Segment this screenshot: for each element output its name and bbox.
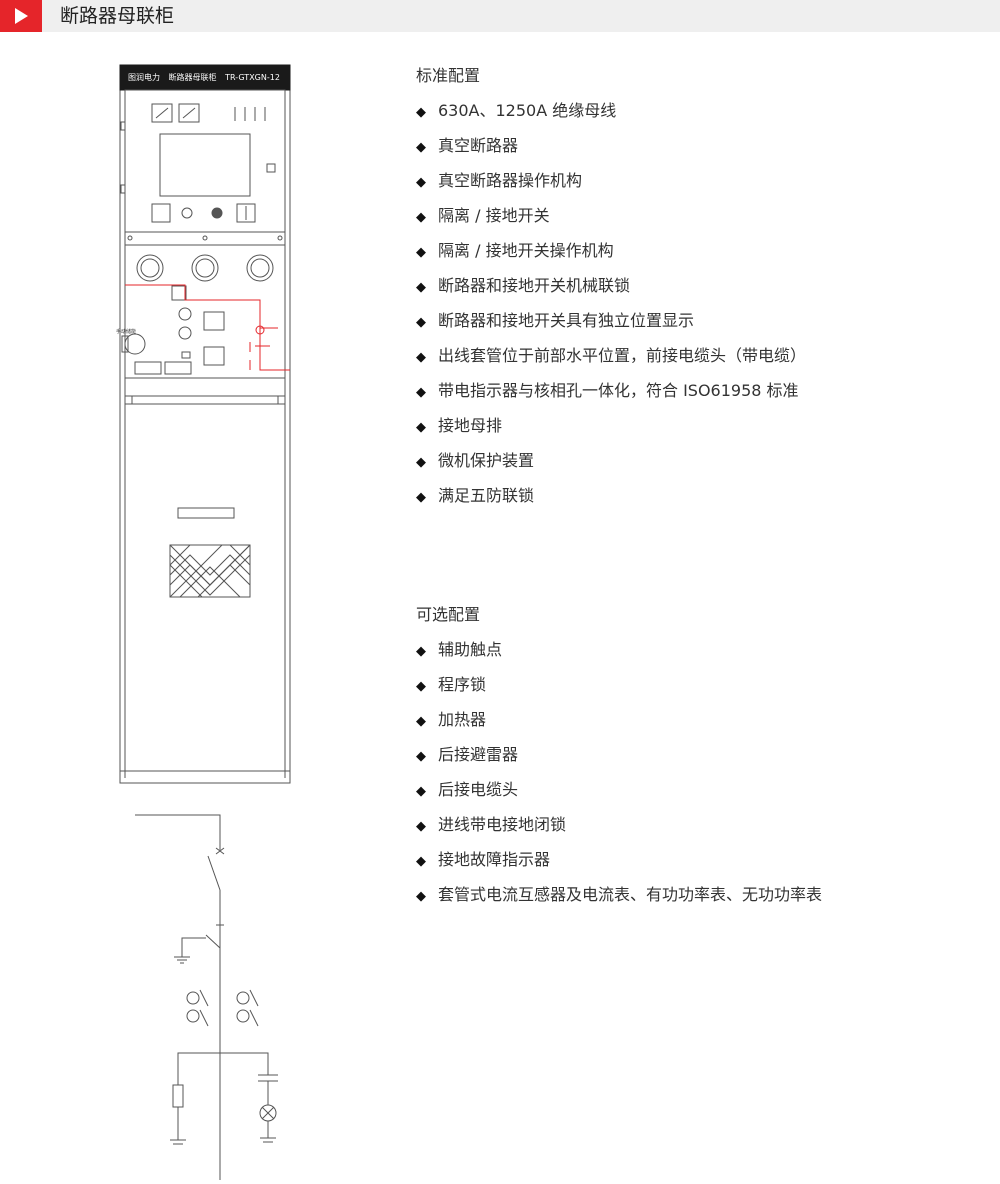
optional-config-list: ◆辅助触点 ◆程序锁 ◆加热器 ◆后接避雷器 ◆后接电缆头 ◆进线带电接地闭锁 … (416, 640, 822, 905)
cabinet-brand: 图润电力 (128, 73, 160, 82)
diamond-bullet-icon: ◆ (416, 350, 426, 365)
list-item: ◆出线套管位于前部水平位置，前接电缆头（带电缆） (416, 346, 806, 366)
list-item: ◆辅助触点 (416, 640, 822, 660)
list-item: ◆进线带电接地闭锁 (416, 815, 822, 835)
header-marker (0, 0, 42, 32)
list-item: ◆满足五防联锁 (416, 486, 806, 506)
diamond-bullet-icon: ◆ (416, 245, 426, 260)
cabinet-label-band: 图润电力 断路器母联柜 TR-GTXGN-12 (120, 69, 290, 87)
list-item: ◆后接电缆头 (416, 780, 822, 800)
list-item: ◆真空断路器操作机构 (416, 171, 806, 191)
list-item: ◆套管式电流互感器及电流表、有功功率表、无功功率表 (416, 885, 822, 905)
standard-config-section: 标准配置 ◆630A、1250A 绝缘母线 ◆真空断路器 ◆真空断路器操作机构 … (416, 66, 806, 521)
diamond-bullet-icon: ◆ (416, 385, 426, 400)
diamond-bullet-icon: ◆ (416, 175, 426, 190)
diamond-bullet-icon: ◆ (416, 679, 426, 694)
diamond-bullet-icon: ◆ (416, 784, 426, 799)
list-item: ◆隔离 / 接地开关 (416, 206, 806, 226)
diamond-bullet-icon: ◆ (416, 420, 426, 435)
standard-config-list: ◆630A、1250A 绝缘母线 ◆真空断路器 ◆真空断路器操作机构 ◆隔离 /… (416, 101, 806, 506)
header-bar: 断路器母联柜 (0, 0, 1000, 32)
diamond-bullet-icon: ◆ (416, 714, 426, 729)
diamond-bullet-icon: ◆ (416, 889, 426, 904)
list-item: ◆接地故障指示器 (416, 850, 822, 870)
list-item: ◆630A、1250A 绝缘母线 (416, 101, 806, 121)
cabinet-model: TR-GTXGN-12 (225, 73, 280, 82)
diamond-bullet-icon: ◆ (416, 105, 426, 120)
cabinet-drawing (119, 64, 291, 1180)
list-item: ◆隔离 / 接地开关操作机构 (416, 241, 806, 261)
handle-label: 手动储能 (116, 329, 137, 335)
list-item: ◆程序锁 (416, 675, 822, 695)
optional-config-title: 可选配置 (416, 605, 481, 624)
list-item: ◆接地母排 (416, 416, 806, 436)
diamond-bullet-icon: ◆ (416, 644, 426, 659)
play-triangle-icon (15, 8, 28, 24)
diamond-bullet-icon: ◆ (416, 315, 426, 330)
list-item: ◆微机保护装置 (416, 451, 806, 471)
diamond-bullet-icon: ◆ (416, 140, 426, 155)
diamond-bullet-icon: ◆ (416, 749, 426, 764)
standard-config-title: 标准配置 (416, 66, 481, 85)
diamond-bullet-icon: ◆ (416, 455, 426, 470)
list-item: ◆后接避雷器 (416, 745, 822, 765)
list-item: ◆加热器 (416, 710, 822, 730)
list-item: ◆断路器和接地开关机械联锁 (416, 276, 806, 296)
list-item: ◆真空断路器 (416, 136, 806, 156)
optional-config-section: 可选配置 ◆辅助触点 ◆程序锁 ◆加热器 ◆后接避雷器 ◆后接电缆头 ◆进线带电… (416, 605, 822, 920)
diamond-bullet-icon: ◆ (416, 210, 426, 225)
list-item: ◆断路器和接地开关具有独立位置显示 (416, 311, 806, 331)
cabinet-name: 断路器母联柜 (168, 73, 217, 82)
cabinet-figure: 图润电力 断路器母联柜 TR-GTXGN-12 手动储能 (110, 60, 310, 1180)
page-title: 断路器母联柜 (60, 5, 175, 27)
diamond-bullet-icon: ◆ (416, 819, 426, 834)
diamond-bullet-icon: ◆ (416, 490, 426, 505)
diamond-bullet-icon: ◆ (416, 854, 426, 869)
list-item: ◆带电指示器与核相孔一体化，符合 ISO61958 标准 (416, 381, 806, 401)
diamond-bullet-icon: ◆ (416, 280, 426, 295)
